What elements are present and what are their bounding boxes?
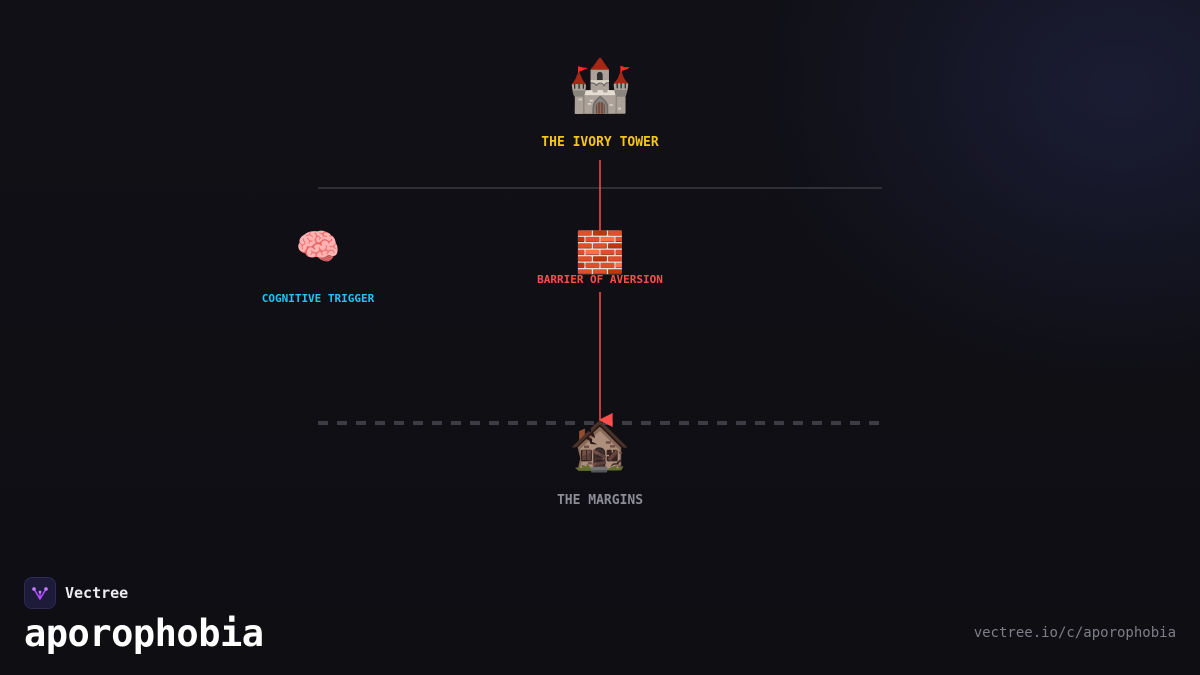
node-label-ivory-tower: THE IVORY TOWER <box>541 135 659 150</box>
brand[interactable]: Vectree <box>24 577 128 609</box>
vectree-logo-icon <box>24 577 56 609</box>
node-label-cognitive-trigger: COGNITIVE TRIGGER <box>261 292 375 305</box>
castle-icon: 🏰 <box>567 56 633 116</box>
brain-icon: 🧠 <box>295 227 341 268</box>
node-label-barrier-of-aversion: BARRIER OF AVERSION <box>537 273 663 286</box>
page-url[interactable]: vectree.io/c/aporophobia <box>973 625 1176 641</box>
brick-wall-icon: 🧱 <box>575 230 625 276</box>
brand-name: Vectree <box>65 584 129 602</box>
page-title: aporophobia <box>24 612 264 655</box>
node-label-the-margins: THE MARGINS <box>556 493 644 508</box>
derelict-house-icon: 🏚️ <box>568 416 632 474</box>
